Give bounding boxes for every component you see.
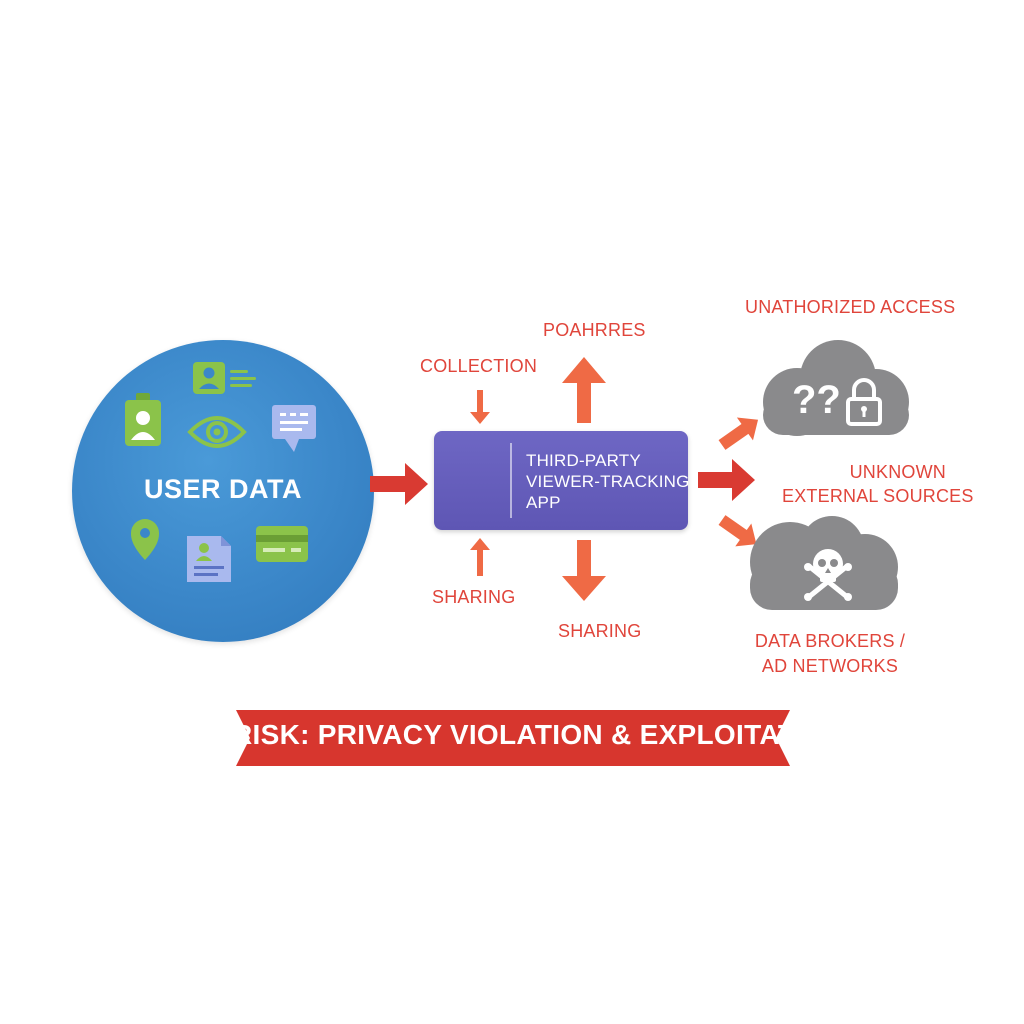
unauthorized-access-label: UNATHORIZED ACCESS bbox=[745, 297, 956, 317]
arrow-to-unauthorized bbox=[718, 417, 759, 450]
unknown-line1: UNKNOWN bbox=[849, 462, 946, 482]
collection-label: COLLECTION bbox=[420, 356, 538, 376]
app-label-line3: APP bbox=[526, 493, 561, 512]
app-label: THIRD-PARTY VIEWER-TRACKING APP bbox=[526, 450, 690, 513]
brokers-line1: DATA BROKERS / bbox=[754, 631, 906, 651]
app-divider bbox=[510, 443, 512, 518]
third-party-app-box bbox=[434, 431, 688, 530]
app-label-line1: THIRD-PARTY bbox=[526, 451, 641, 470]
unknown-sources-label: UNKNOWN EXTERNAL SOURCES bbox=[782, 460, 974, 508]
arrow-collection bbox=[470, 390, 490, 424]
sharing-bottom-label: SHARING bbox=[558, 621, 642, 641]
credit-card-icon bbox=[256, 526, 308, 562]
top-flow-label: POAHRRES bbox=[543, 320, 646, 340]
profile-card-icon bbox=[193, 362, 256, 394]
arrow-app-to-destinations bbox=[698, 459, 755, 501]
arrow-sharing-left bbox=[470, 538, 490, 576]
arrow-to-brokers bbox=[718, 515, 757, 547]
location-pin-icon bbox=[131, 519, 159, 560]
arrow-up-top bbox=[562, 357, 606, 423]
document-icon bbox=[187, 536, 231, 582]
chat-bubble-icon bbox=[272, 405, 316, 452]
user-data-label: USER DATA bbox=[144, 474, 302, 504]
eye-icon bbox=[187, 416, 247, 448]
id-badge-icon bbox=[125, 393, 161, 446]
question-marks: ?? bbox=[792, 378, 841, 422]
padlock-icon bbox=[846, 378, 882, 426]
risk-banner-text: RISK: PRIVACY VIOLATION & EXPLOITATION bbox=[232, 719, 846, 750]
arrow-user-to-app bbox=[370, 463, 428, 505]
unknown-line2: EXTERNAL SOURCES bbox=[782, 486, 974, 506]
arrow-down-bottom bbox=[562, 540, 606, 601]
skull-crossbones-icon bbox=[804, 549, 852, 601]
sharing-left-label: SHARING bbox=[432, 587, 516, 607]
risk-banner bbox=[236, 710, 790, 766]
data-brokers-label: DATA BROKERS / AD NETWORKS bbox=[750, 629, 910, 679]
app-label-line2: VIEWER-TRACKING bbox=[526, 472, 690, 491]
brokers-line2: AD NETWORKS bbox=[761, 656, 899, 676]
